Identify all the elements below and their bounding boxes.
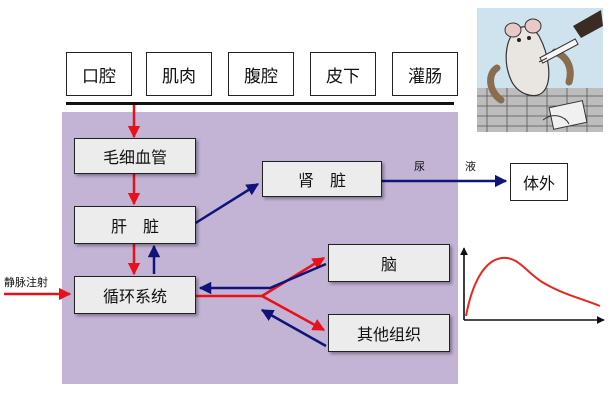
route-enema: 灌肠 bbox=[392, 52, 458, 96]
mouse-injection-illustration bbox=[477, 8, 603, 132]
node-kidney: 肾 脏 bbox=[262, 161, 382, 197]
node-capillary: 毛细血管 bbox=[74, 138, 196, 174]
arrow-other-to-circulation bbox=[260, 308, 327, 348]
node-liver: 肝 脏 bbox=[74, 206, 196, 244]
node-outside: 体外 bbox=[510, 163, 568, 201]
node-circulation: 循环系统 bbox=[74, 276, 196, 314]
label-urine-1: 尿 bbox=[414, 160, 425, 173]
route-muscle: 肌肉 bbox=[146, 52, 212, 96]
label-urine-2: 液 bbox=[465, 160, 476, 173]
route-divider-line bbox=[66, 102, 454, 105]
route-abdominal: 腹腔 bbox=[228, 52, 294, 96]
arrow-liver-to-kidney bbox=[193, 182, 260, 226]
arrow-branch-to-other bbox=[261, 294, 326, 332]
route-oral: 口腔 bbox=[66, 52, 132, 96]
label-iv-injection: 静脉注射 bbox=[4, 276, 48, 289]
concentration-time-curve-icon bbox=[460, 247, 605, 324]
node-brain: 脑 bbox=[328, 244, 450, 282]
node-other-tissue: 其他组织 bbox=[328, 314, 450, 352]
arrow-brain-to-circulation bbox=[198, 262, 327, 295]
route-subcutaneous: 皮下 bbox=[310, 52, 376, 96]
